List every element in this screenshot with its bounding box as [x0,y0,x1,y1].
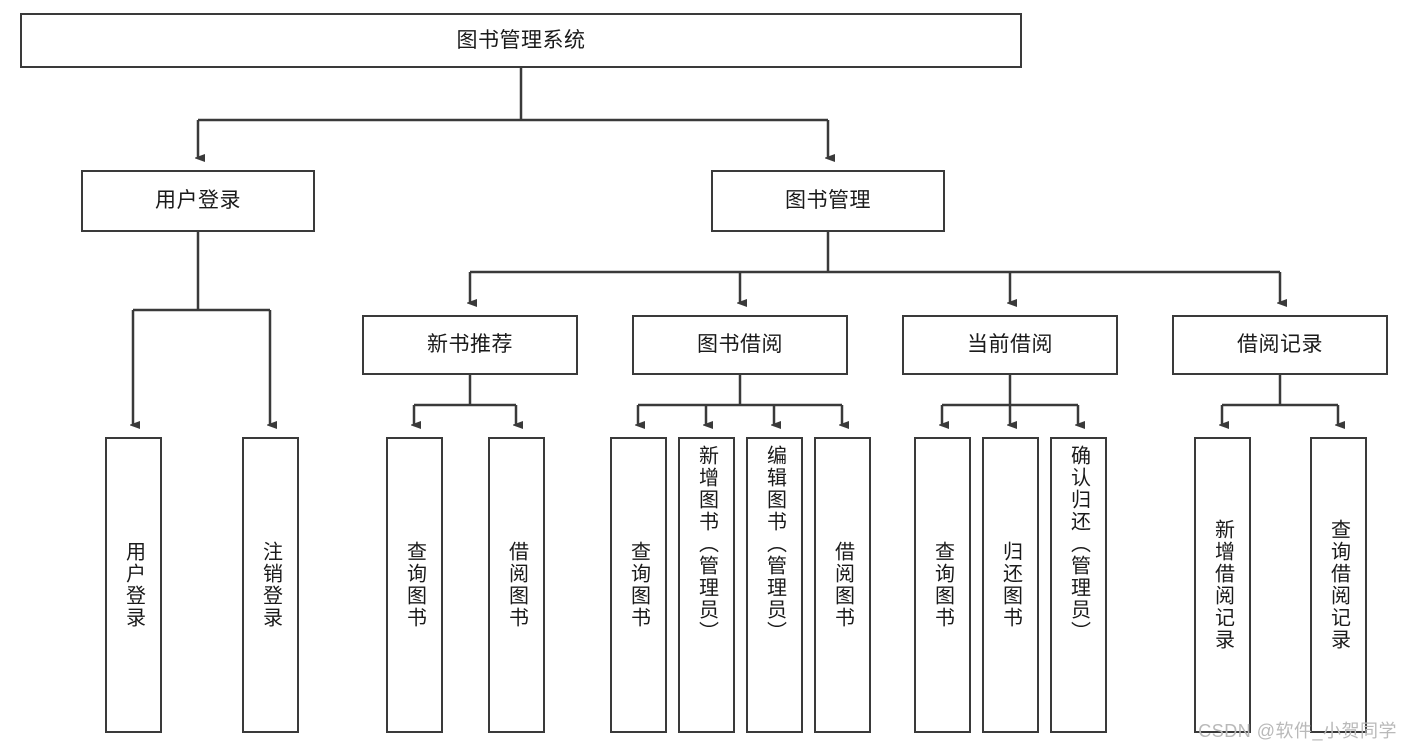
node-leaf-query-book-current[interactable]: 查询图书 [914,437,971,733]
connectors-root-to-level2 [198,68,828,158]
node-label: 图书借阅 [697,333,783,357]
node-borrow-record[interactable]: 借阅记录 [1172,315,1388,375]
node-label: 借阅图书 [831,541,854,629]
node-label: 借阅图书 [505,541,528,629]
node-label: 借阅记录 [1237,333,1323,357]
connectors-currentborrow-to-leaves [942,375,1078,425]
node-label: 编辑图书（管理员） [763,445,786,643]
node-root-book-management-system[interactable]: 图书管理系统 [20,13,1022,68]
node-label: 当前借阅 [967,333,1053,357]
node-leaf-add-book-admin[interactable]: 新增图书（管理员） [678,437,735,733]
node-label: 新增借阅记录 [1211,519,1234,651]
connectors-bookborrow-to-leaves [638,375,842,425]
node-leaf-query-book[interactable]: 查询图书 [610,437,667,733]
node-label: 新书推荐 [427,333,513,357]
connectors-userlogin-to-leaves [133,232,270,425]
connectors-bookmgmt-to-level3 [470,232,1280,303]
node-label: 查询图书 [931,541,954,629]
node-label: 确认归还（管理员） [1067,445,1090,643]
node-label: 查询图书 [627,541,650,629]
node-label: 查询借阅记录 [1327,519,1350,651]
connectors-newbook-to-leaves [414,375,516,425]
node-leaf-borrow-book-recommend[interactable]: 借阅图书 [488,437,545,733]
node-label: 归还图书 [999,541,1022,629]
node-label: 用户登录 [122,541,145,629]
node-leaf-query-book-recommend[interactable]: 查询图书 [386,437,443,733]
node-label: 图书管理 [785,189,871,213]
node-leaf-edit-book-admin[interactable]: 编辑图书（管理员） [746,437,803,733]
node-label: 新增图书（管理员） [695,445,718,643]
node-leaf-return-book[interactable]: 归还图书 [982,437,1039,733]
connectors-borrowrecord-to-leaves [1222,375,1338,425]
node-label: 查询图书 [403,541,426,629]
node-book-management[interactable]: 图书管理 [711,170,945,232]
node-leaf-add-borrow-record[interactable]: 新增借阅记录 [1194,437,1251,733]
csdn-watermark: CSDN @软件_小贺同学 [1198,721,1397,741]
node-leaf-confirm-return-admin[interactable]: 确认归还（管理员） [1050,437,1107,733]
node-leaf-borrow-book[interactable]: 借阅图书 [814,437,871,733]
node-label: 图书管理系统 [456,28,586,52]
node-new-book-recommend[interactable]: 新书推荐 [362,315,578,375]
node-label: 注销登录 [259,541,282,629]
node-current-borrow[interactable]: 当前借阅 [902,315,1118,375]
node-user-login[interactable]: 用户登录 [81,170,315,232]
node-leaf-logout[interactable]: 注销登录 [242,437,299,733]
node-book-borrow[interactable]: 图书借阅 [632,315,848,375]
node-leaf-query-borrow-record[interactable]: 查询借阅记录 [1310,437,1367,733]
node-leaf-user-login[interactable]: 用户登录 [105,437,162,733]
node-label: 用户登录 [155,189,241,213]
